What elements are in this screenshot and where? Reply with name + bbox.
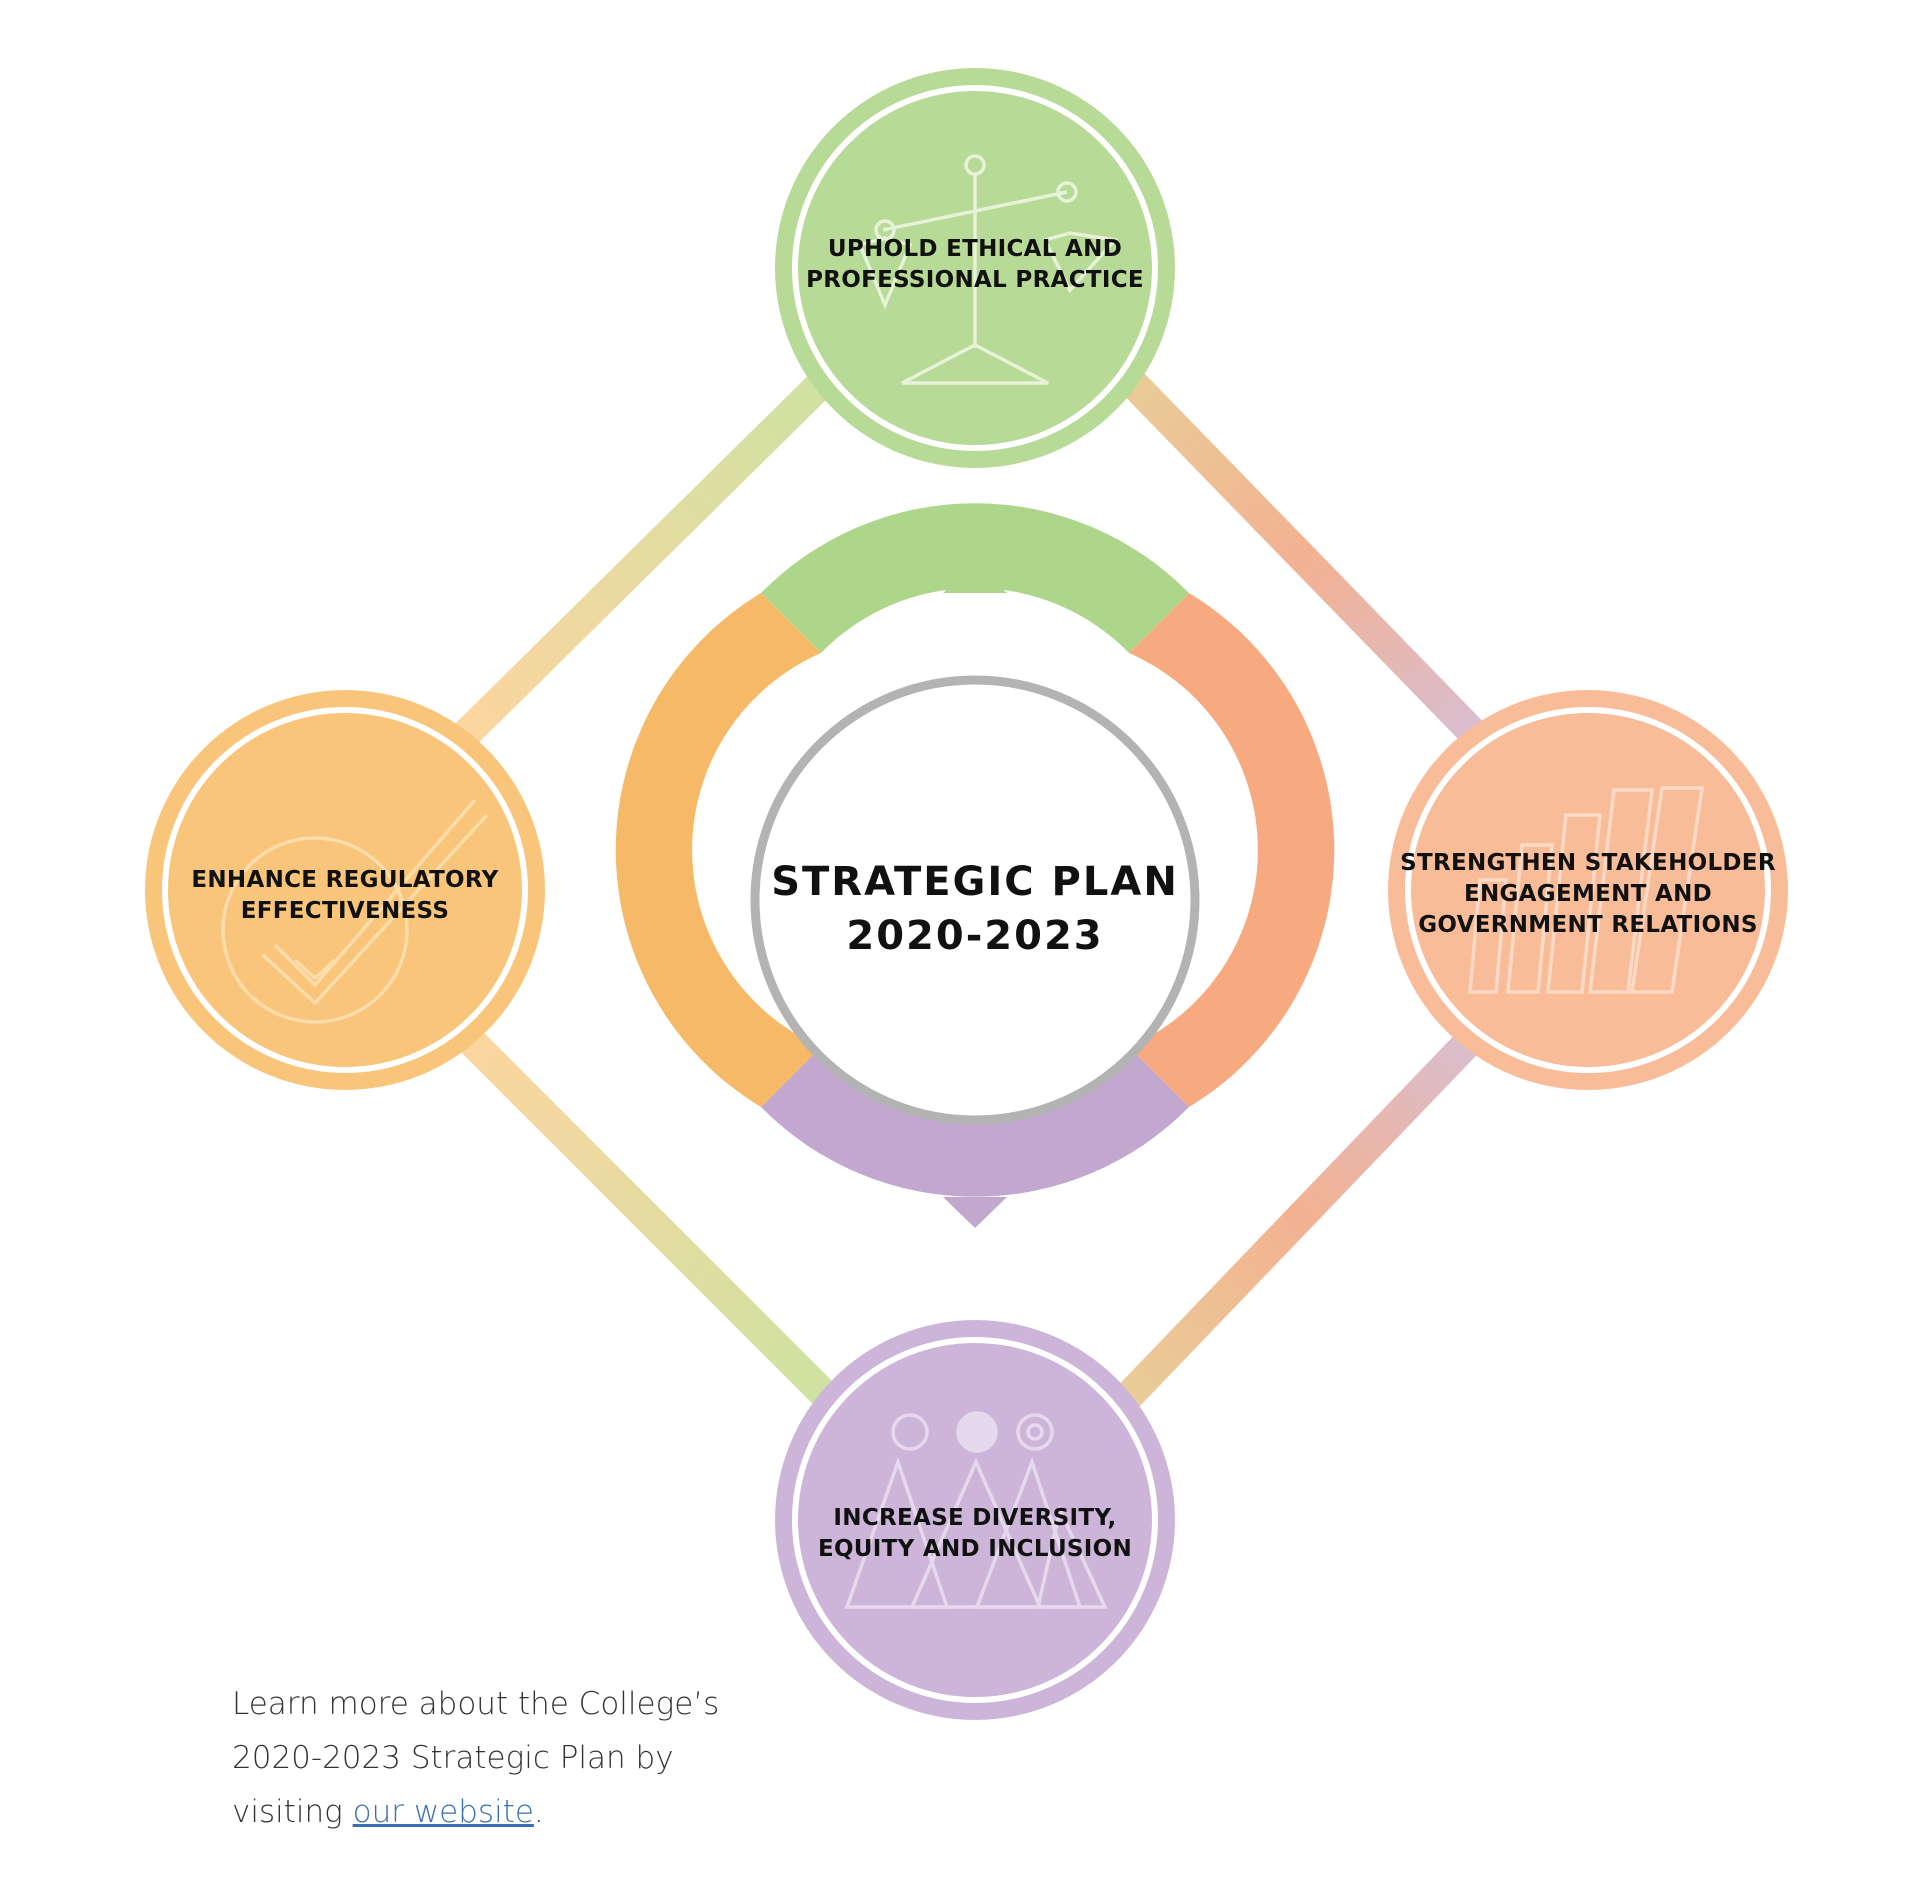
node-top-label: UPHOLD ETHICAL AND PROFESSIONAL PRACTICE (775, 234, 1175, 296)
node-bottom-label: INCREASE DIVERSITY, EQUITY AND INCLUSION (780, 1503, 1170, 1565)
footer-line2: 2020-2023 Strategic Plan by (232, 1740, 674, 1776)
ring-arrow-bottom (943, 1197, 1007, 1228)
connector-top-right (1114, 364, 1491, 751)
node-bottom-label-line2: EQUITY AND INCLUSION (817, 1536, 1133, 1562)
node-left-label-line2: EFFECTIVENESS (240, 898, 450, 924)
node-right-label: STRENGTHEN STAKEHOLDER ENGAGEMENT AND GO… (1393, 848, 1783, 941)
node-right-label-line2: ENGAGEMENT AND (1463, 881, 1713, 907)
connector-bottom-right (1114, 1019, 1491, 1411)
footer-line3-suffix: . (533, 1794, 544, 1830)
node-bottom-label-line1: INCREASE DIVERSITY, (833, 1505, 1117, 1531)
center-title-line2: 2020-2023 (846, 913, 1104, 959)
ring-segment-right (1129, 593, 1335, 1107)
center-title-line1: STRATEGIC PLAN (771, 859, 1179, 905)
node-right-label-line3: GOVERNMENT RELATIONS (1418, 912, 1758, 938)
bar-chart-icon (1468, 786, 1705, 994)
footer-text: Learn more about the College’s 2020-2023… (232, 1677, 792, 1839)
center-inner-circle (750, 675, 1200, 1125)
node-top-label-line2: PROFESSIONAL PRACTICE (806, 267, 1144, 293)
center-title: STRATEGIC PLAN 2020-2023 (740, 855, 1210, 963)
footer-line3-prefix: visiting (232, 1794, 353, 1830)
node-left (145, 690, 545, 1090)
node-left-label: ENHANCE REGULATORY EFFECTIVENESS (160, 865, 530, 927)
node-left-label-line1: ENHANCE REGULATORY (191, 867, 499, 893)
ring-arrow-right (1274, 868, 1304, 932)
node-right-label-line1: STRENGTHEN STAKEHOLDER (1400, 850, 1776, 876)
node-right (1388, 690, 1788, 1090)
node-top (775, 68, 1175, 468)
node-top-label-line1: UPHOLD ETHICAL AND (827, 236, 1123, 262)
connector-bottom-left (449, 1019, 841, 1411)
scales-icon (857, 154, 1119, 385)
ring-arrow-left (644, 868, 676, 932)
checkmark-icon (221, 798, 489, 1024)
ring-arrow-top (943, 563, 1007, 593)
website-link[interactable]: our website (352, 1794, 534, 1830)
ring-segment-left (615, 593, 821, 1107)
people-icon (844, 1411, 1108, 1609)
footer-line1: Learn more about the College’s (232, 1686, 720, 1722)
node-bottom (775, 1320, 1175, 1720)
center-ring (615, 503, 1335, 1228)
footer-line3: visiting our website. (232, 1785, 792, 1839)
connector-top-left (449, 364, 841, 751)
